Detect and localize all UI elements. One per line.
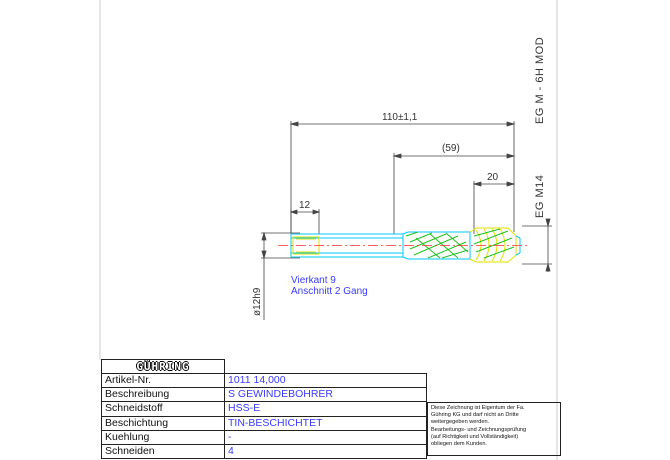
- row-value: TIN-BESCHICHTET: [224, 415, 427, 431]
- company-logo: GÜHRING: [101, 358, 225, 375]
- legal-line: Bearbeitungs- und Zeichnungsprüfung: [431, 426, 527, 433]
- legal-line: (auf Richtigkeit und Vollständigkeit): [431, 433, 519, 440]
- dimension-overall-length: [289, 121, 516, 127]
- dimension-shank-diameter: [261, 231, 267, 320]
- dimension-thread-length: [472, 181, 516, 187]
- extension-lines: [261, 121, 552, 265]
- legal-line: Gühring KG und darf nicht an Dritte: [431, 412, 519, 419]
- title-block-row: Beschreibung S GEWINDEBOHRER: [101, 387, 427, 403]
- thread-tolerance-label: EG M - 6H MOD: [534, 37, 546, 124]
- title-block-row: Kuehlung -: [101, 429, 427, 445]
- legal-line: Diese Zeichnung ist Eigentum der Fa.: [431, 405, 525, 411]
- legal-line: obliegen dem Kunden.: [431, 441, 487, 448]
- note-square: Vierkant 9: [291, 275, 336, 286]
- row-value: -: [224, 429, 427, 445]
- row-label: Kuehlung: [101, 429, 225, 445]
- row-value: 4: [224, 443, 427, 460]
- thread-size-label: EG M14: [534, 175, 546, 218]
- square-length-label: 12: [299, 200, 311, 211]
- row-label: Beschichtung: [101, 415, 225, 431]
- tap-thread-flutes: [473, 228, 515, 259]
- title-block-row: Artikel-Nr. 1011 14,000: [101, 373, 427, 389]
- tap-flutes: [405, 231, 469, 259]
- dimension-square-length: [289, 209, 321, 215]
- overall-length-label: 110±1,1: [382, 112, 418, 123]
- title-block-logo-row: GÜHRING: [101, 358, 427, 375]
- row-label: Schneidstoff: [101, 401, 225, 417]
- thread-length-label: 20: [487, 172, 499, 183]
- row-label: Schneiden: [101, 443, 225, 460]
- dimension-thread-size: [545, 218, 551, 272]
- note-chamfer: Anschnitt 2 Gang: [291, 286, 368, 297]
- title-block-row: Beschichtung TIN-BESCHICHTET: [101, 415, 427, 431]
- row-value: 1011 14,000: [224, 373, 427, 389]
- tap-tool: [278, 227, 528, 263]
- frame-lines: [99, 0, 558, 460]
- row-value: S GEWINDEBOHRER: [224, 387, 427, 403]
- flute-length-label: (59): [442, 143, 460, 154]
- legal-note: Diese Zeichnung ist Eigentum der Fa. Güh…: [427, 402, 561, 456]
- title-block-row: Schneidstoff HSS-E: [101, 401, 427, 417]
- dimension-flute-length: [392, 153, 516, 159]
- row-value: HSS-E: [224, 401, 427, 417]
- shank-diameter-label: ø12h9: [252, 287, 263, 316]
- row-label: Beschreibung: [101, 387, 225, 403]
- logo-text: GÜHRING: [136, 359, 190, 373]
- title-block: GÜHRING Artikel-Nr. 1011 14,000 Beschrei…: [101, 358, 427, 460]
- tap-neck: [402, 231, 471, 260]
- legal-line: weitergegeben werden.: [431, 419, 490, 426]
- title-block-row: Schneiden 4: [101, 443, 427, 460]
- row-label: Artikel-Nr.: [101, 373, 225, 389]
